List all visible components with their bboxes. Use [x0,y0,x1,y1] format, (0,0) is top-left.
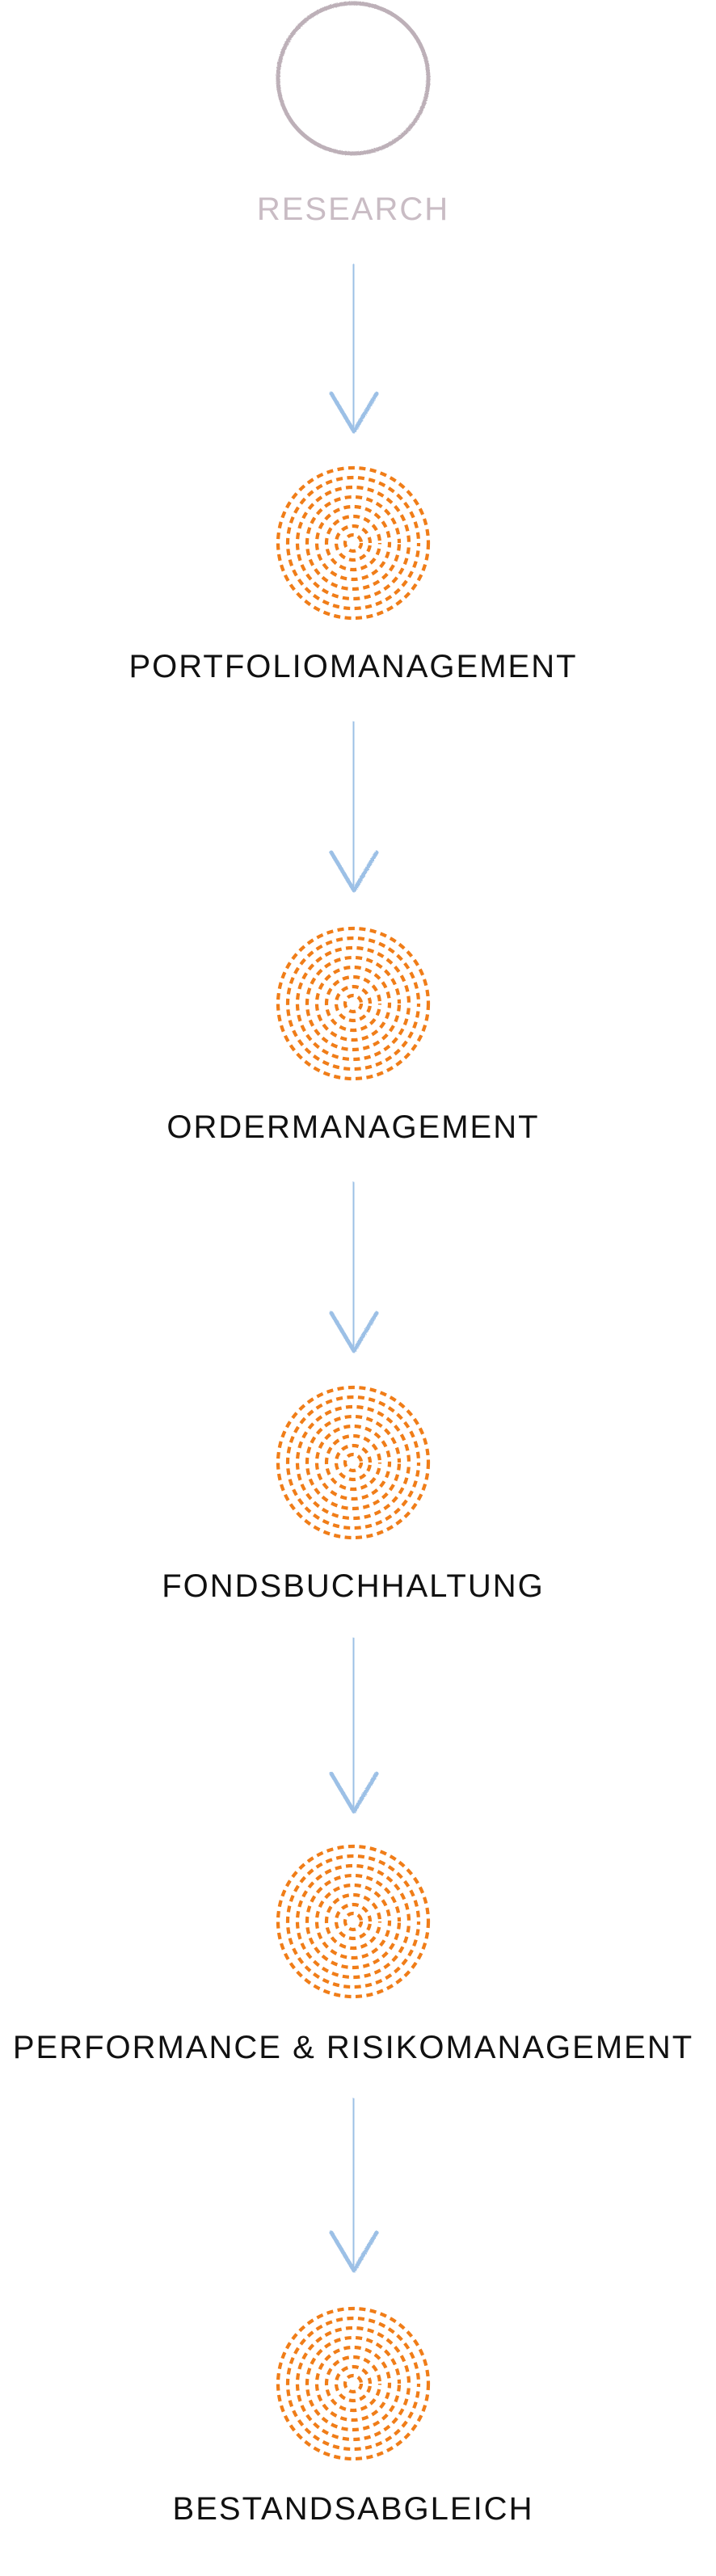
dot-ring [324,514,382,572]
dot-ring [305,1414,402,1511]
step-research: RESEARCH [257,1,449,227]
dot-ring [285,936,421,1071]
dot-ring [305,1873,402,1970]
dotted-concentric-circle-icon [276,465,431,621]
dot-ring [324,2355,382,2413]
dot-ring [295,1404,411,1521]
dot-ring [343,532,364,554]
arrow-shaft [350,1637,357,1813]
arrow-shaft [350,721,357,892]
dotted-concentric-circle-icon [276,1844,431,1999]
step-ordermanagement: ORDERMANAGEMENT [166,926,539,1145]
dot-ring [285,2316,421,2452]
arrow-shaft [350,2098,357,2272]
dot-ring [276,926,431,1081]
step-performance-risikomanagement: PERFORMANCE & RISIKOMANAGEMENT [13,1844,693,2065]
step-label: PORTFOLIOMANAGEMENT [128,649,577,684]
dot-ring [343,993,364,1014]
dot-ring [334,1902,373,1941]
circle-outline-icon [276,1,431,156]
dot-ring [343,1911,364,1932]
dot-ring [334,984,373,1023]
step-label: BESTANDSABGLEICH [173,2491,534,2527]
dot-ring [295,1863,411,1980]
dot-ring [295,945,411,1062]
step-label: ORDERMANAGEMENT [166,1109,539,1145]
dot-ring [343,1452,364,1473]
step-portfoliomanagement: PORTFOLIOMANAGEMENT [128,465,577,684]
arrow-shaft [350,263,357,433]
step-label: RESEARCH [257,192,449,227]
dot-ring [324,1892,382,1951]
dot-ring [276,2306,431,2461]
dot-ring [314,1883,392,1960]
step-label: PERFORMANCE & RISIKOMANAGEMENT [13,2030,693,2065]
dot-ring [314,2345,392,2422]
dot-ring [314,1424,392,1501]
dotted-concentric-circle-icon [276,2306,431,2461]
dot-ring [324,974,382,1033]
down-arrow-icon [329,1637,379,1814]
down-arrow-icon [329,1181,379,1353]
dotted-concentric-circle-icon [276,926,431,1081]
arrow-head [329,1771,379,1814]
dot-ring [305,2335,402,2432]
dot-ring [295,2326,411,2442]
step-label: FONDSBUCHHALTUNG [162,1568,545,1604]
dot-ring [285,475,421,611]
arrow-shaft [350,1181,357,1353]
dot-ring [334,2364,373,2403]
dot-ring [314,504,392,582]
step-fondsbuchhaltung: FONDSBUCHHALTUNG [162,1385,545,1604]
dot-ring [285,1854,421,1989]
dot-ring [314,965,392,1042]
dot-ring [334,1443,373,1482]
dot-ring [343,2373,364,2394]
dot-ring [305,955,402,1052]
arrow-head [329,391,379,434]
dot-ring [334,524,373,562]
down-arrow-icon [329,2098,379,2273]
dot-ring [276,465,431,621]
arrow-head [329,1311,379,1353]
down-arrow-icon [329,721,379,893]
step-bestandsabgleich: BESTANDSABGLEICH [173,2306,534,2527]
dot-ring [295,485,411,601]
dot-ring [324,1433,382,1492]
arrow-head [329,850,379,893]
dot-ring [305,495,402,591]
dot-ring [276,1844,431,1999]
arrow-head [329,2230,379,2273]
dot-ring [276,1385,431,1540]
down-arrow-icon [329,263,379,434]
dotted-concentric-circle-icon [276,1385,431,1540]
dot-ring [285,1395,421,1530]
